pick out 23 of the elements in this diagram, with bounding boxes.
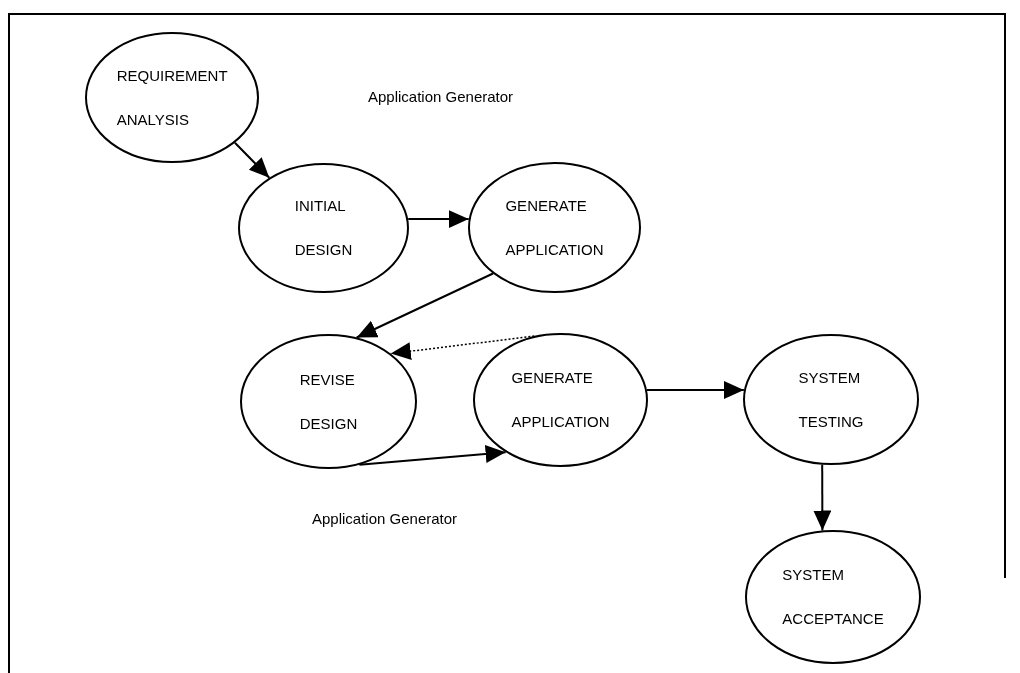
- process-label: SYSTEM TESTING: [798, 367, 864, 432]
- arrow: [358, 444, 507, 466]
- annotation-text: Application Generator: [368, 88, 514, 105]
- process-label: GENERATE APPLICATION: [511, 368, 610, 432]
- arrow: [233, 141, 271, 179]
- annotation-text: Application Generator: [312, 510, 458, 527]
- arrow: [813, 463, 832, 532]
- arrow: [407, 210, 470, 229]
- process-label: INITIAL DESIGN: [294, 196, 353, 260]
- process-ellipse: [473, 333, 648, 467]
- process-ellipse: [238, 163, 409, 293]
- process-label: SYSTEM ACCEPTANCE: [782, 565, 884, 629]
- process-label: GENERATE APPLICATION: [505, 195, 604, 260]
- process-label: REVISE DESIGN: [299, 369, 358, 434]
- process-ellipse: [85, 32, 259, 163]
- arrow: [646, 381, 745, 400]
- arrow: [390, 335, 536, 361]
- process-label: REQUIREMENT ANALYSIS: [116, 65, 228, 130]
- arrow: [355, 272, 494, 339]
- process-ellipse: [468, 162, 641, 293]
- process-ellipse: [743, 334, 919, 465]
- process-ellipse: [240, 334, 417, 469]
- process-ellipse: [745, 530, 921, 664]
